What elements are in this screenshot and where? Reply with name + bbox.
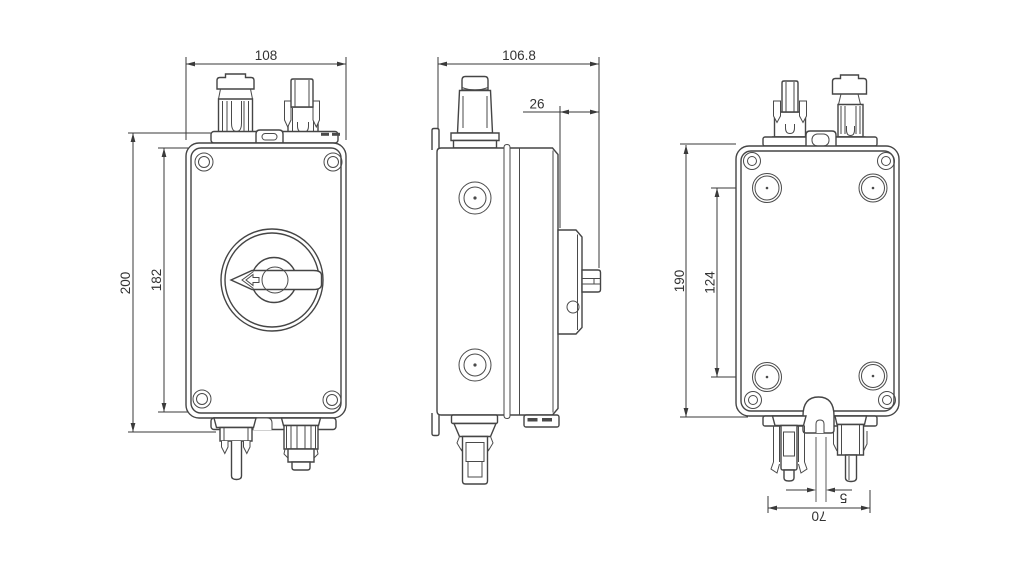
dim-label-front-body-height: 182 xyxy=(149,269,164,292)
rotary-handle-hub xyxy=(261,266,289,294)
handle-direction-arrow-icon xyxy=(245,273,260,287)
mc4-connector-rear-bottom-right xyxy=(833,415,868,483)
dim-label-rear-center-offset: 5 xyxy=(840,491,848,506)
front-top-tab-slot xyxy=(261,133,278,141)
dim-label-rear-hole-spacing-v: 124 xyxy=(703,271,718,294)
rear-dim-hole-spacing-horizontal: 70 xyxy=(767,490,871,524)
dim-label-rear-hole-spacing-h: 70 xyxy=(811,509,826,524)
rear-view: 190 124 xyxy=(672,74,900,524)
front-corner-screws xyxy=(192,152,343,410)
padlock-hole xyxy=(566,300,580,314)
dim-label-front-overall-height: 200 xyxy=(118,272,133,295)
rear-bottom-tab-slot xyxy=(815,419,825,433)
side-body xyxy=(436,143,559,420)
side-rear-tab-top xyxy=(431,127,440,150)
front-top-collar xyxy=(210,129,340,144)
mc4-connector-rear-top-left xyxy=(769,80,811,147)
dim-label-rear-height: 190 xyxy=(672,270,687,293)
rotary-handle xyxy=(229,269,323,291)
side-handle-housing xyxy=(557,229,602,335)
dim-label-side-handle: 26 xyxy=(529,97,544,112)
mc4-connector-front-bottom-left xyxy=(213,417,257,481)
mc4-connector-side-top xyxy=(450,75,500,149)
mc4-connector-side-bottom xyxy=(450,414,499,485)
front-dim-body-height: 182 xyxy=(149,147,191,413)
rear-corner-screws xyxy=(743,152,896,409)
rear-dim-height: 190 xyxy=(672,143,748,418)
side-rear-tab-bottom xyxy=(431,413,440,437)
mc4-connector-front-bottom-right xyxy=(280,417,322,471)
rear-dim-hole-spacing-vertical: 124 xyxy=(703,187,767,378)
side-handle-tab xyxy=(581,269,602,293)
side-view: 106.8 26 xyxy=(431,48,602,485)
rear-top-tab-slot xyxy=(811,133,830,147)
dim-label-front-width: 108 xyxy=(255,48,278,63)
mc4-connector-rear-top-right xyxy=(831,74,869,147)
rotary-switch xyxy=(220,228,324,332)
front-dim-overall-height: 200 xyxy=(118,132,216,433)
front-dim-width: 108 xyxy=(185,48,347,140)
side-lid-seam-rib xyxy=(503,143,511,420)
side-dim-handle: 26 xyxy=(523,97,599,228)
side-bottom-bracket xyxy=(523,414,560,428)
side-screw-bosses xyxy=(458,181,492,382)
side-dim-depth: 106.8 xyxy=(437,48,600,268)
mc4-connector-rear-bottom-left xyxy=(770,415,808,482)
front-view: 108 200 182 xyxy=(118,48,347,481)
rear-dim-center-offset: 5 xyxy=(786,437,852,506)
rear-enclosure xyxy=(735,145,900,417)
dim-label-side-depth: 106.8 xyxy=(502,48,536,63)
rear-mount-holes xyxy=(752,173,888,392)
